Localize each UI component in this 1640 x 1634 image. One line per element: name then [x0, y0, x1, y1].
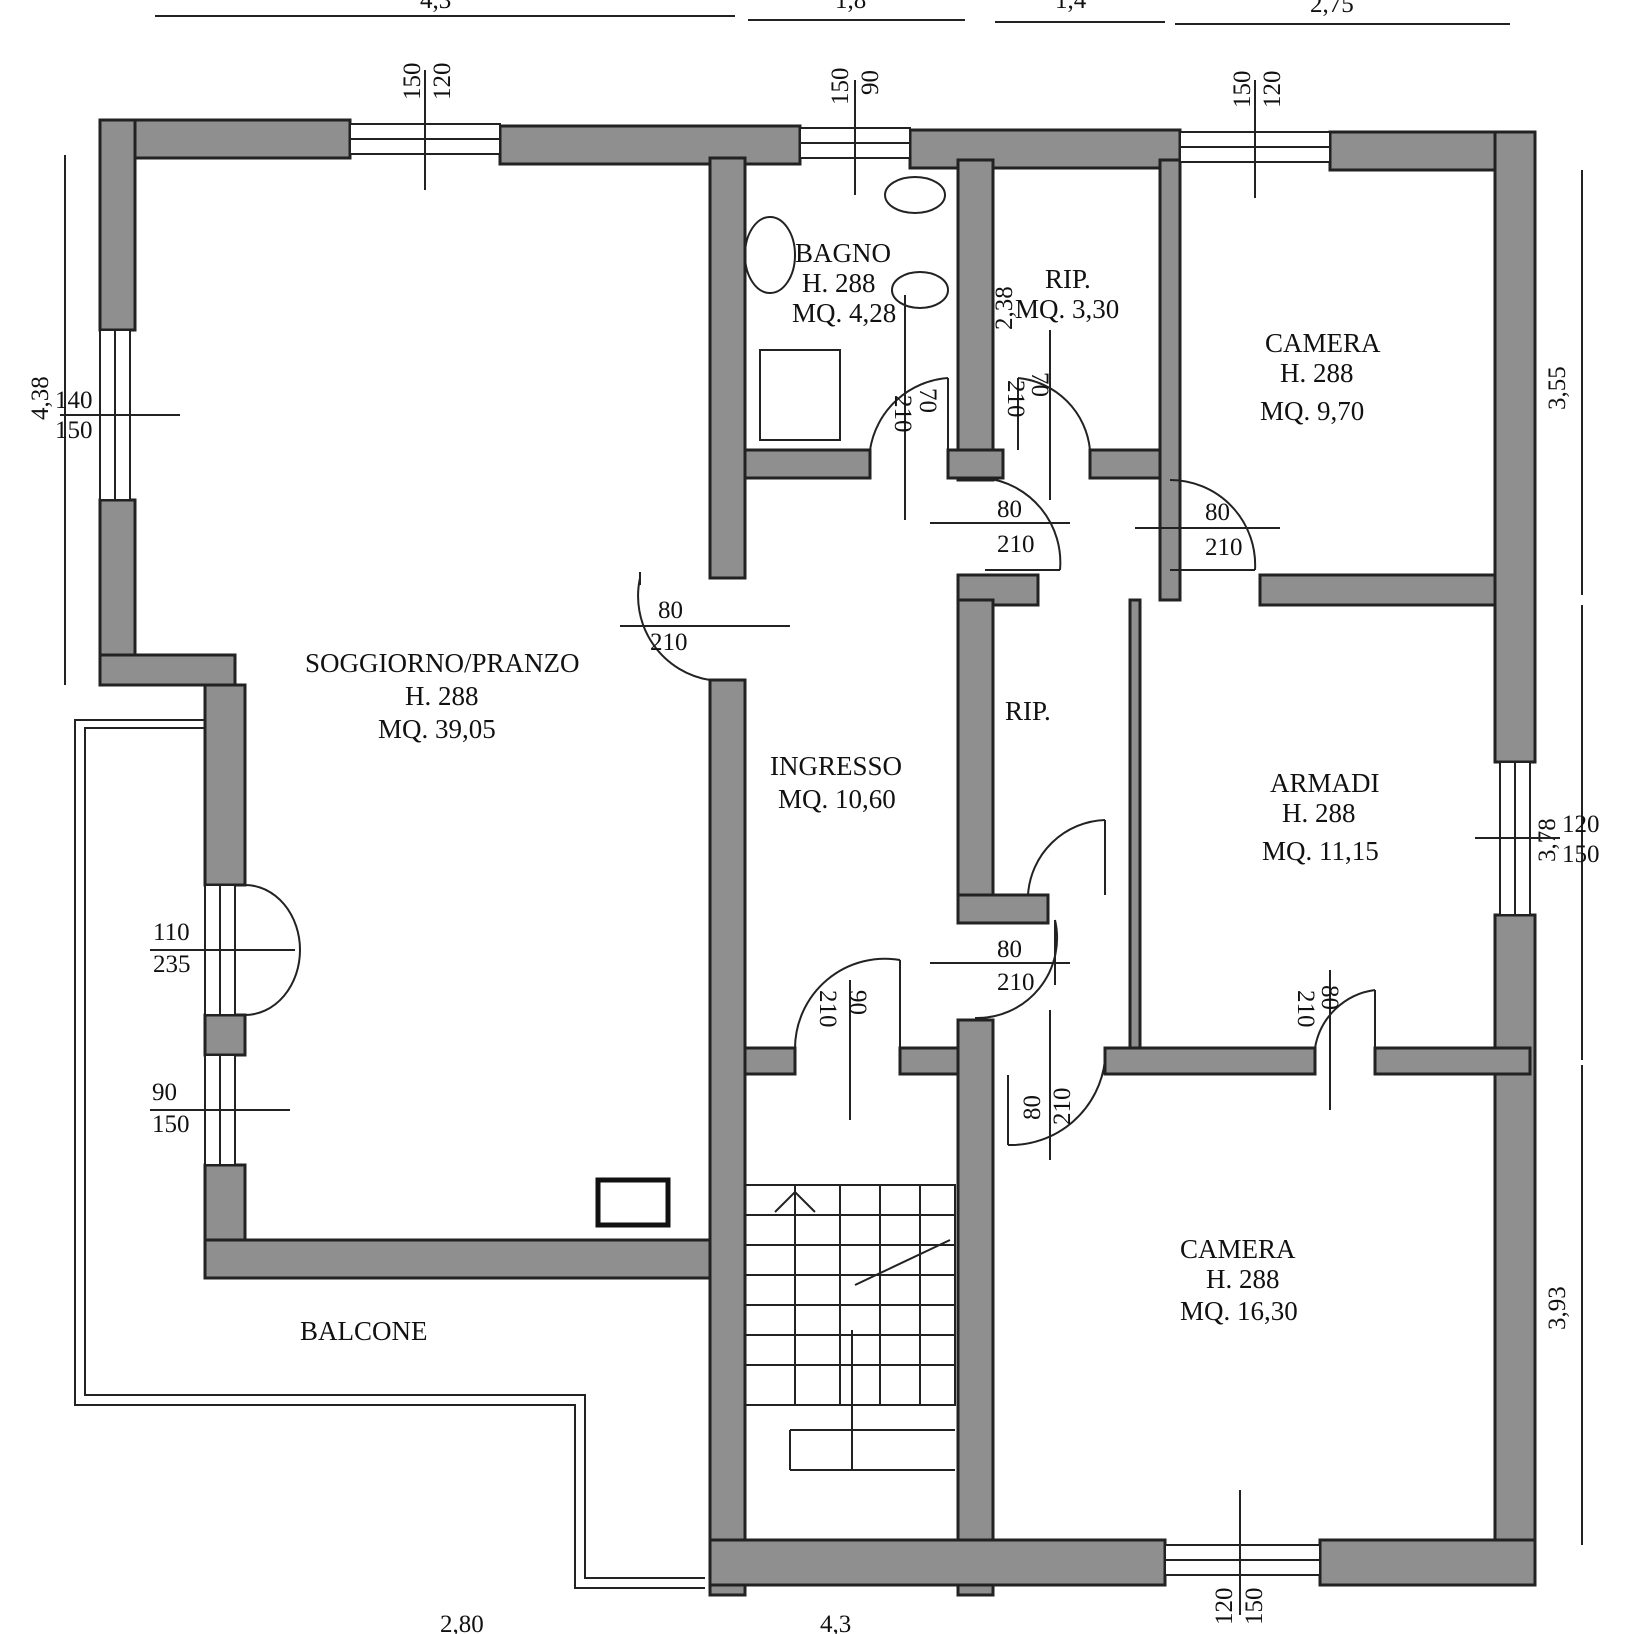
w-camera-top-b: 120 [1259, 71, 1286, 109]
dim-right-1: 3,55 [1544, 366, 1571, 410]
room-armadi-height: H. 288 [1282, 798, 1356, 828]
w-soggiorno-top-a: 150 [399, 63, 426, 101]
w-camera-bottom-b: 150 [1241, 1588, 1268, 1626]
walls [98, 118, 1537, 1597]
w-armadi-b: 150 [1562, 841, 1600, 868]
w-camera-bottom-a: 120 [1211, 1588, 1238, 1626]
dim-top-2: 1,8 [835, 0, 866, 14]
dim-bottom-1: 2,80 [440, 1611, 484, 1634]
room-balcone-name: BALCONE [300, 1316, 428, 1346]
bathroom-fixtures [744, 176, 949, 441]
room-soggiorno-name: SOGGIORNO/PRANZO [305, 648, 580, 678]
fireplace-mark [595, 1177, 671, 1228]
room-camera-bottom-area: MQ. 16,30 [1180, 1296, 1298, 1326]
d-camera-top-a: 80 [1205, 499, 1230, 526]
dim-right-2: 3,78 [1534, 818, 1561, 862]
balcony-outline [74, 719, 705, 1589]
room-soggiorno-area: MQ. 39,05 [378, 714, 496, 744]
dim-left: 4,38 [27, 376, 54, 420]
dim-rip-side: 2,38 [991, 286, 1018, 330]
w-armadi-a: 120 [1562, 811, 1600, 838]
w-left-a: 140 [55, 387, 93, 414]
d-bagno-b: 70 [914, 388, 941, 413]
dim-top-4: 2,75 [1310, 0, 1354, 18]
room-camera-bottom-name: CAMERA [1180, 1234, 1296, 1264]
d-ingresso-1-b: 210 [997, 531, 1035, 558]
d-stair-b: 90 [844, 990, 871, 1015]
d-armadi-a: 210 [1292, 990, 1319, 1028]
room-camera-top-area: MQ. 9,70 [1260, 396, 1364, 426]
room-ingresso-area: MQ. 10,60 [778, 784, 896, 814]
d-camera-top-b: 210 [1205, 534, 1243, 561]
room-rip-mid-name: RIP. [1005, 696, 1051, 726]
room-camera-top-height: H. 288 [1280, 358, 1354, 388]
w-balcone-win-a: 90 [152, 1079, 177, 1106]
d-camera-bottom-a: 80 [1019, 1095, 1046, 1120]
w-bagno-top-a: 150 [827, 68, 854, 106]
staircase [744, 1184, 956, 1471]
d-rip-mid-b: 210 [997, 969, 1035, 996]
d-rip-mid-a: 80 [997, 936, 1022, 963]
room-armadi-name: ARMADI [1270, 768, 1380, 798]
room-camera-top-name: CAMERA [1265, 328, 1381, 358]
room-bagno-name: BAGNO [795, 238, 891, 268]
dim-bottom-2: 4,3 [820, 1611, 851, 1634]
room-camera-bottom-height: H. 288 [1206, 1264, 1280, 1294]
doors [244, 295, 1376, 1160]
dim-top-1: 4,3 [420, 0, 451, 14]
room-soggiorno-height: H. 288 [405, 681, 479, 711]
w-soggiorno-top-b: 120 [429, 63, 456, 101]
d-rip-top-a: 210 [1002, 380, 1029, 418]
d-stair-a: 210 [814, 990, 841, 1028]
d-bagno-a: 210 [889, 395, 916, 433]
room-bagno-height: H. 288 [802, 268, 876, 298]
d-armadi-b: 80 [1316, 985, 1343, 1010]
w-left-b: 150 [55, 417, 93, 444]
w-bagno-top-b: 90 [857, 70, 884, 95]
d-soggiorno-a: 80 [658, 597, 683, 624]
w-balcone-door-b: 235 [153, 951, 191, 978]
d-ingresso-1-a: 80 [997, 496, 1022, 523]
w-camera-top-a: 150 [1229, 71, 1256, 109]
room-rip-top-name: RIP. [1045, 264, 1091, 294]
room-bagno-area: MQ. 4,28 [792, 298, 896, 328]
d-soggiorno-b: 210 [650, 629, 688, 656]
room-ingresso-name: INGRESSO [770, 751, 902, 781]
room-rip-top-area: MQ. 3,30 [1015, 294, 1119, 324]
dim-top-3: 1,4 [1055, 0, 1087, 14]
room-armadi-area: MQ. 11,15 [1262, 836, 1379, 866]
dimension-lines [64, 15, 1583, 1545]
w-balcone-win-b: 150 [152, 1111, 190, 1138]
d-camera-bottom-b: 210 [1049, 1088, 1076, 1126]
windows [60, 70, 1560, 1615]
d-rip-top-b: 70 [1026, 372, 1053, 397]
w-balcone-door-a: 110 [153, 919, 190, 946]
dim-right-3: 3,93 [1544, 1286, 1571, 1330]
